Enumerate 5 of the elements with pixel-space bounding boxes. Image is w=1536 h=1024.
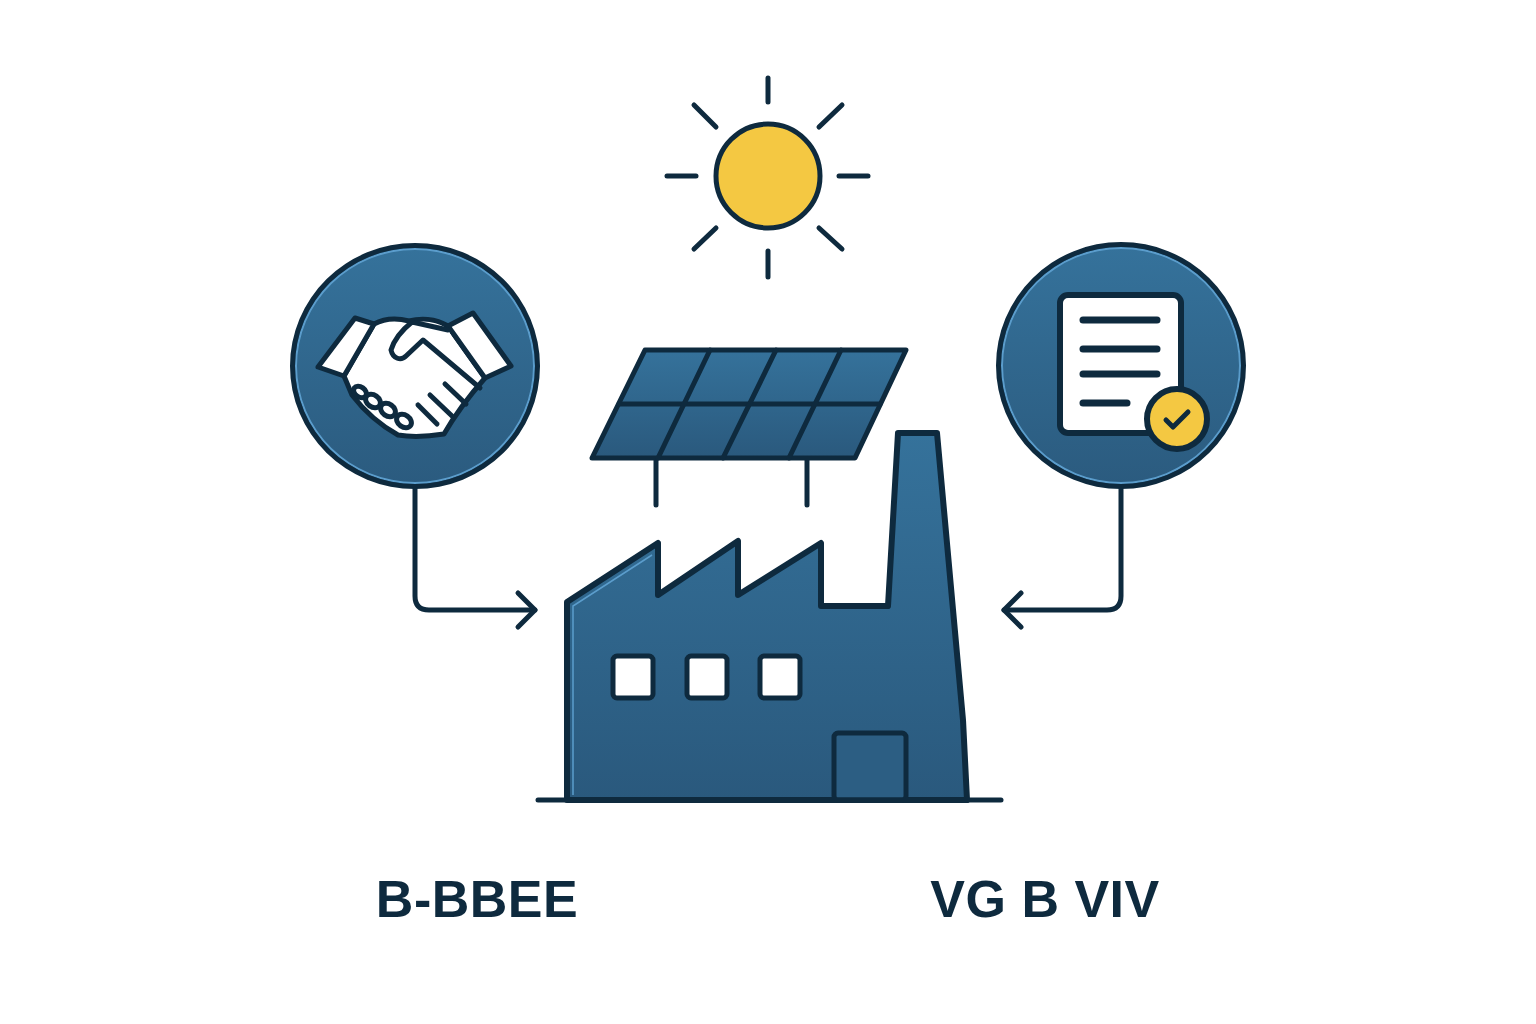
text-label: B-BBEE (375, 873, 579, 925)
text-label: VG B VIV (930, 873, 1160, 925)
arrow (412, 486, 538, 630)
arrow (1001, 486, 1124, 630)
factory-drawing (535, 430, 1004, 803)
